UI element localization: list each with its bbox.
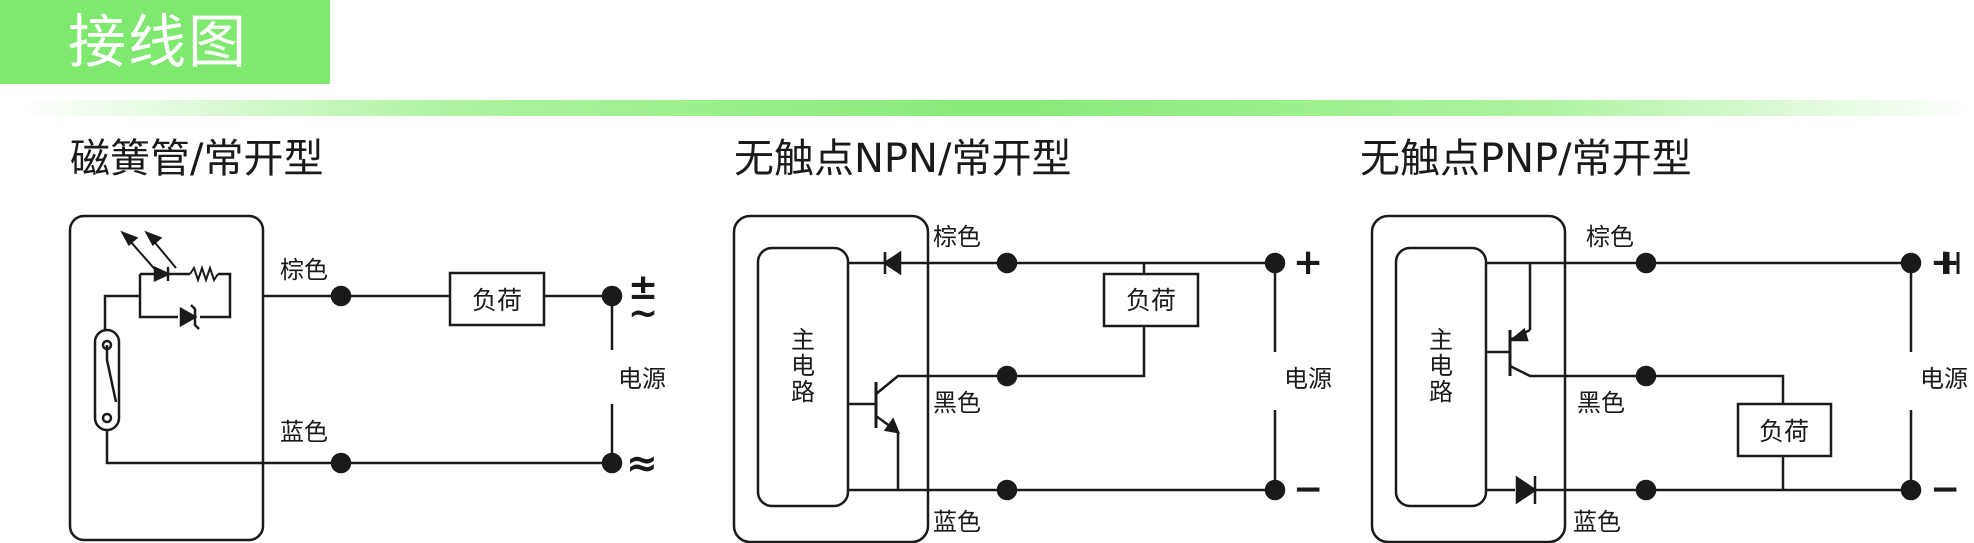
terminal-blue [1635, 479, 1657, 501]
panel-title: 磁簧管/常开型 [70, 136, 323, 182]
terminal-brown [996, 252, 1018, 274]
panel-reed-switch [68, 214, 623, 542]
wire-label-blue: 蓝色 [280, 418, 328, 446]
wire-label-blue: 蓝色 [1573, 508, 1621, 536]
main-circuit-char: 电 [791, 352, 815, 380]
main-circuit-char: 路 [1429, 378, 1453, 406]
load-box [1102, 272, 1200, 328]
panel-title: 无触点NPN/常开型 [734, 136, 1071, 182]
main-circuit-char: 主 [1429, 326, 1453, 354]
terminal-minus: − [1930, 469, 1960, 510]
sensor-housing [732, 214, 930, 543]
power-label: 电源 [1920, 365, 1968, 393]
terminal-blue [330, 452, 352, 474]
load-box [448, 271, 546, 327]
wire-label-black: 黑色 [1577, 389, 1625, 417]
pnp-transistor-icon [1486, 327, 1645, 378]
header-banner: 接线图 [0, 0, 330, 84]
terminal-minus: − [1293, 469, 1323, 510]
wire-label-blue: 蓝色 [933, 508, 981, 536]
load-box [1736, 402, 1833, 458]
wire-label-black: 黑色 [933, 389, 981, 417]
diode-icon [882, 250, 902, 276]
terminal-brown [330, 285, 352, 307]
main-circuit-char: 主 [791, 326, 815, 354]
wire-label-brown: 棕色 [1586, 223, 1634, 251]
wire-label-brown: 棕色 [280, 256, 328, 284]
reed-switch-icon [93, 328, 121, 432]
power-label: 电源 [1284, 365, 1332, 393]
panel-pnp [1370, 214, 1960, 543]
terminal-ac-plus: ± [628, 267, 658, 308]
panel-title: 无触点PNP/常开型 [1360, 136, 1692, 182]
main-circuit-char: 路 [791, 378, 815, 406]
terminal-plus: + [1930, 242, 1960, 283]
load-label: 负荷 [1126, 286, 1176, 315]
resistor-icon [189, 264, 219, 284]
load-label: 负荷 [472, 286, 522, 315]
sensor-housing [1370, 214, 1567, 543]
wire-label-brown: 棕色 [933, 223, 981, 251]
terminal-black [1635, 365, 1657, 387]
npn-transistor-icon [848, 374, 1007, 434]
led-indicator-icon [120, 230, 177, 282]
main-circuit-box [1394, 246, 1488, 508]
terminal-ac-tilde: ~ [628, 293, 658, 334]
terminal-ac-minus: ≈ [626, 441, 658, 485]
diode-icon [1515, 475, 1538, 505]
main-circuit-box [756, 246, 850, 508]
header-divider [18, 100, 1974, 116]
page-title: 接线图 [68, 8, 249, 76]
sensor-housing [68, 214, 265, 542]
power-label: 电源 [618, 365, 666, 393]
zener-diode-icon [179, 304, 200, 330]
terminal-plus: + [1293, 242, 1323, 283]
terminal-brown [1635, 252, 1657, 274]
panel-npn [732, 214, 1286, 543]
load-label: 负荷 [1759, 417, 1809, 446]
terminal-black [996, 365, 1018, 387]
main-circuit-char: 电 [1429, 352, 1453, 380]
